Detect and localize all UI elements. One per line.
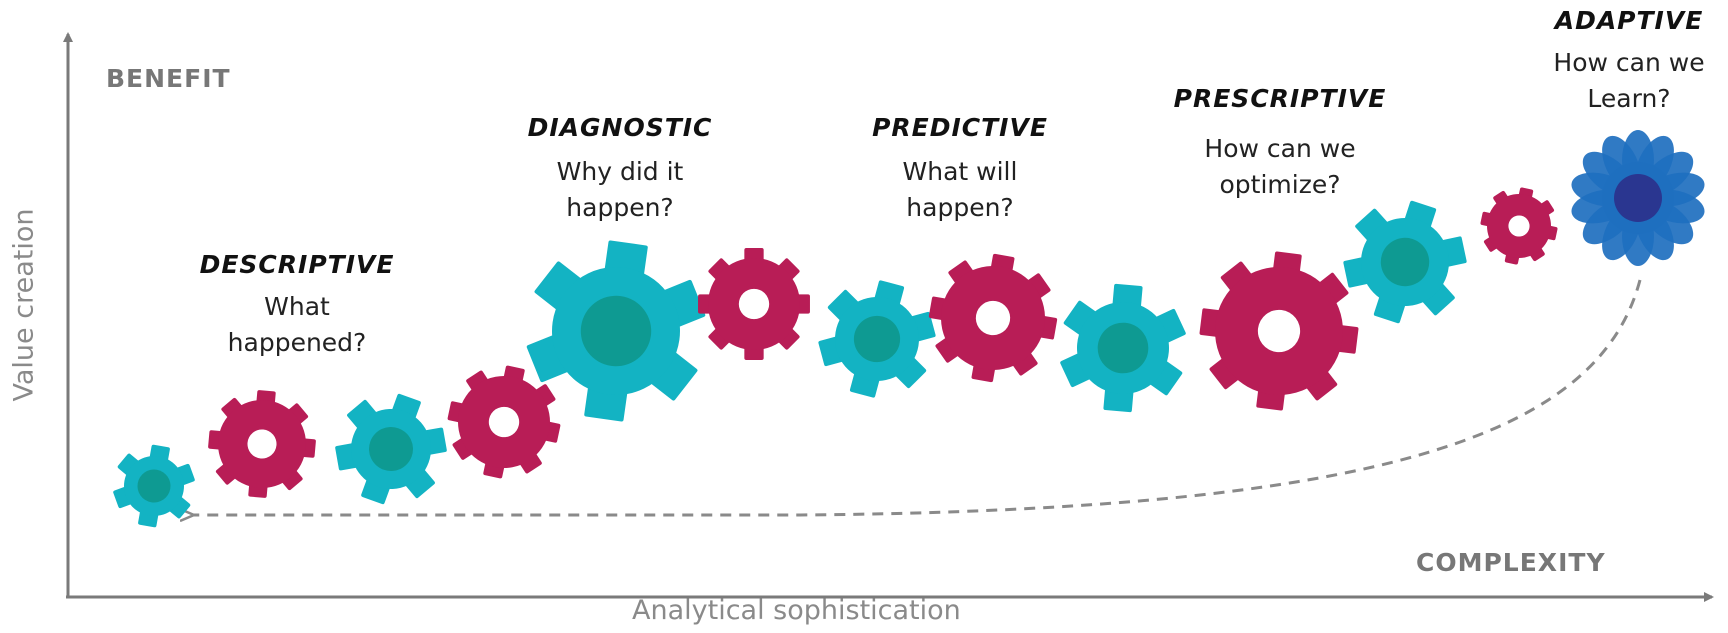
crimson-gear-icon: [928, 253, 1058, 383]
stage-question-line: What: [264, 292, 330, 321]
adaptive-flower-icon: [1571, 130, 1705, 266]
stage-title: ADAPTIVE: [1554, 6, 1704, 35]
crimson-gear-icon: [1480, 187, 1558, 265]
teal-gear-icon: [526, 240, 706, 422]
stage-adaptive: ADAPTIVE How can we Learn?: [1534, 6, 1724, 117]
stage-question-line: What will: [902, 157, 1018, 186]
teal-gear-icon: [1343, 200, 1467, 324]
stage-question-line: How can we: [1204, 134, 1356, 163]
stage-title: PRESCRIPTIVE: [1173, 84, 1387, 113]
stage-predictive: PREDICTIVE What will happen?: [855, 113, 1065, 226]
stage-question-line: Learn?: [1587, 84, 1671, 113]
benefit-label: BENEFIT: [106, 64, 231, 93]
crimson-gear-icon: [698, 248, 810, 360]
teal-gear-icon: [1060, 283, 1186, 413]
stage-prescriptive: PRESCRIPTIVE How can we optimize?: [1160, 84, 1400, 203]
x-axis-title: Analytical sophistication: [632, 595, 961, 626]
stage-question-line: happened?: [227, 328, 367, 357]
y-axis-title: Value creation: [8, 208, 40, 402]
crimson-gear-icon: [1199, 251, 1359, 411]
stage-question-line: How can we: [1553, 48, 1705, 77]
stage-diagnostic: DIAGNOSTIC Why did it happen?: [510, 113, 730, 226]
stage-descriptive: DESCRIPTIVE What happened?: [192, 250, 402, 361]
stage-question-line: happen?: [566, 193, 674, 222]
crimson-gear-icon: [447, 365, 561, 479]
stage-title: DESCRIPTIVE: [199, 250, 395, 279]
stage-title: DIAGNOSTIC: [527, 113, 713, 142]
crimson-gear-icon: [208, 390, 316, 498]
stage-question-line: optimize?: [1219, 170, 1341, 199]
teal-gear-icon: [335, 393, 447, 505]
complexity-label: COMPLEXITY: [1416, 548, 1606, 577]
stage-question-line: happen?: [906, 193, 1014, 222]
gear-chain: [113, 130, 1705, 528]
stage-title: PREDICTIVE: [872, 113, 1048, 142]
teal-gear-icon: [113, 444, 195, 528]
teal-gear-icon: [818, 280, 936, 398]
stage-question-line: Why did it: [556, 157, 684, 186]
